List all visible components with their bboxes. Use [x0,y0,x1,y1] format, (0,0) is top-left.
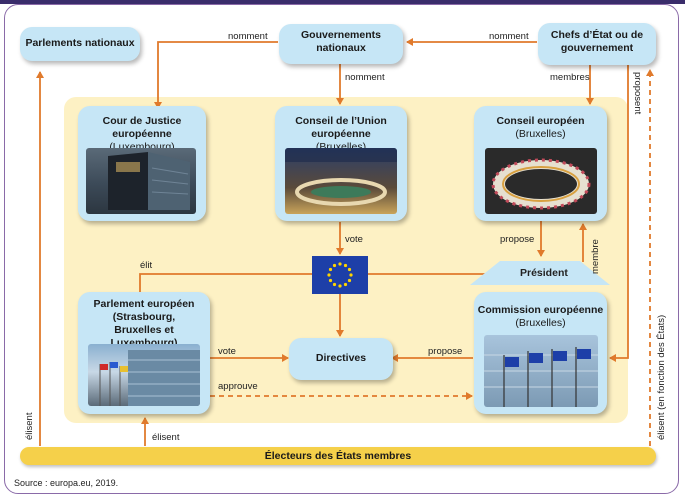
conseil-ue-image [285,148,397,206]
top-bar [0,0,685,4]
label-membre: membre [590,239,601,274]
commission-subtitle: (Bruxelles) [515,317,566,329]
label-proposent: proposent [632,72,643,115]
commission-image [484,347,598,407]
arrow-chefs-to-commission [609,62,629,362]
directives-title: Directives [315,352,367,364]
eu-flag [312,256,368,294]
label-elisent-right: élisent (en fonction des États) [656,314,667,440]
chefs-etat-box: Chefs d’État ou de gouvernement [538,23,656,65]
conseil-europeen-image [491,158,591,210]
label-elit: élit [140,260,153,271]
gouvernements-nationaux-title: Gouvernements nationaux [301,29,381,54]
label-approuve: approuve [218,381,258,392]
conseil-ue-photo [285,148,397,214]
president-title: Président [520,267,568,279]
label-elisent-left: élisent [24,412,35,440]
label-elisent-bottom: élisent [152,432,180,443]
parlement-europeen-image [99,350,200,406]
label-membres-top: membres [550,72,590,83]
president-shape [470,261,610,285]
arrow-parlement-to-president [139,270,516,294]
label-vote-center: vote [345,234,363,245]
cour-justice-image [108,152,190,210]
eu-flag-stars [327,262,353,288]
parlement-europeen-title: Parlement européen [93,298,195,310]
electeurs-bar: Électeurs des États membres [20,447,656,465]
source-note: Source : europa.eu, 2019. [14,478,119,488]
label-propose-bottom: propose [428,346,463,357]
gouvernements-nationaux-box: Gouvernements nationaux [279,24,403,64]
label-nomment-left: nomment [228,31,268,42]
cour-justice-photo [86,148,196,214]
cour-justice-title: Cour de Justice européenne [102,115,182,140]
label-vote-left: vote [218,346,236,357]
label-nomment-right: nomment [489,31,529,42]
conseil-ue-title: Conseil de l’Union européenne [295,115,387,140]
parlements-nationaux-title: Parlements nationaux [25,37,135,49]
chefs-etat-title: Chefs d’État ou de gouvernement [550,29,644,54]
label-propose-top: propose [500,234,535,245]
label-nomment-down: nomment [345,72,385,83]
commission-photo [484,335,598,407]
parlements-nationaux-box: Parlements nationaux [20,27,140,61]
conseil-europeen-title: Conseil européen [496,115,585,127]
parlement-europeen-photo [88,344,200,406]
directives-box: Directives [289,338,393,380]
arrow-gouv-to-parl [154,41,278,109]
commission-title: Commission européenne [477,304,604,316]
conseil-europeen-photo [485,148,597,214]
conseil-europeen-subtitle: (Bruxelles) [515,128,566,140]
